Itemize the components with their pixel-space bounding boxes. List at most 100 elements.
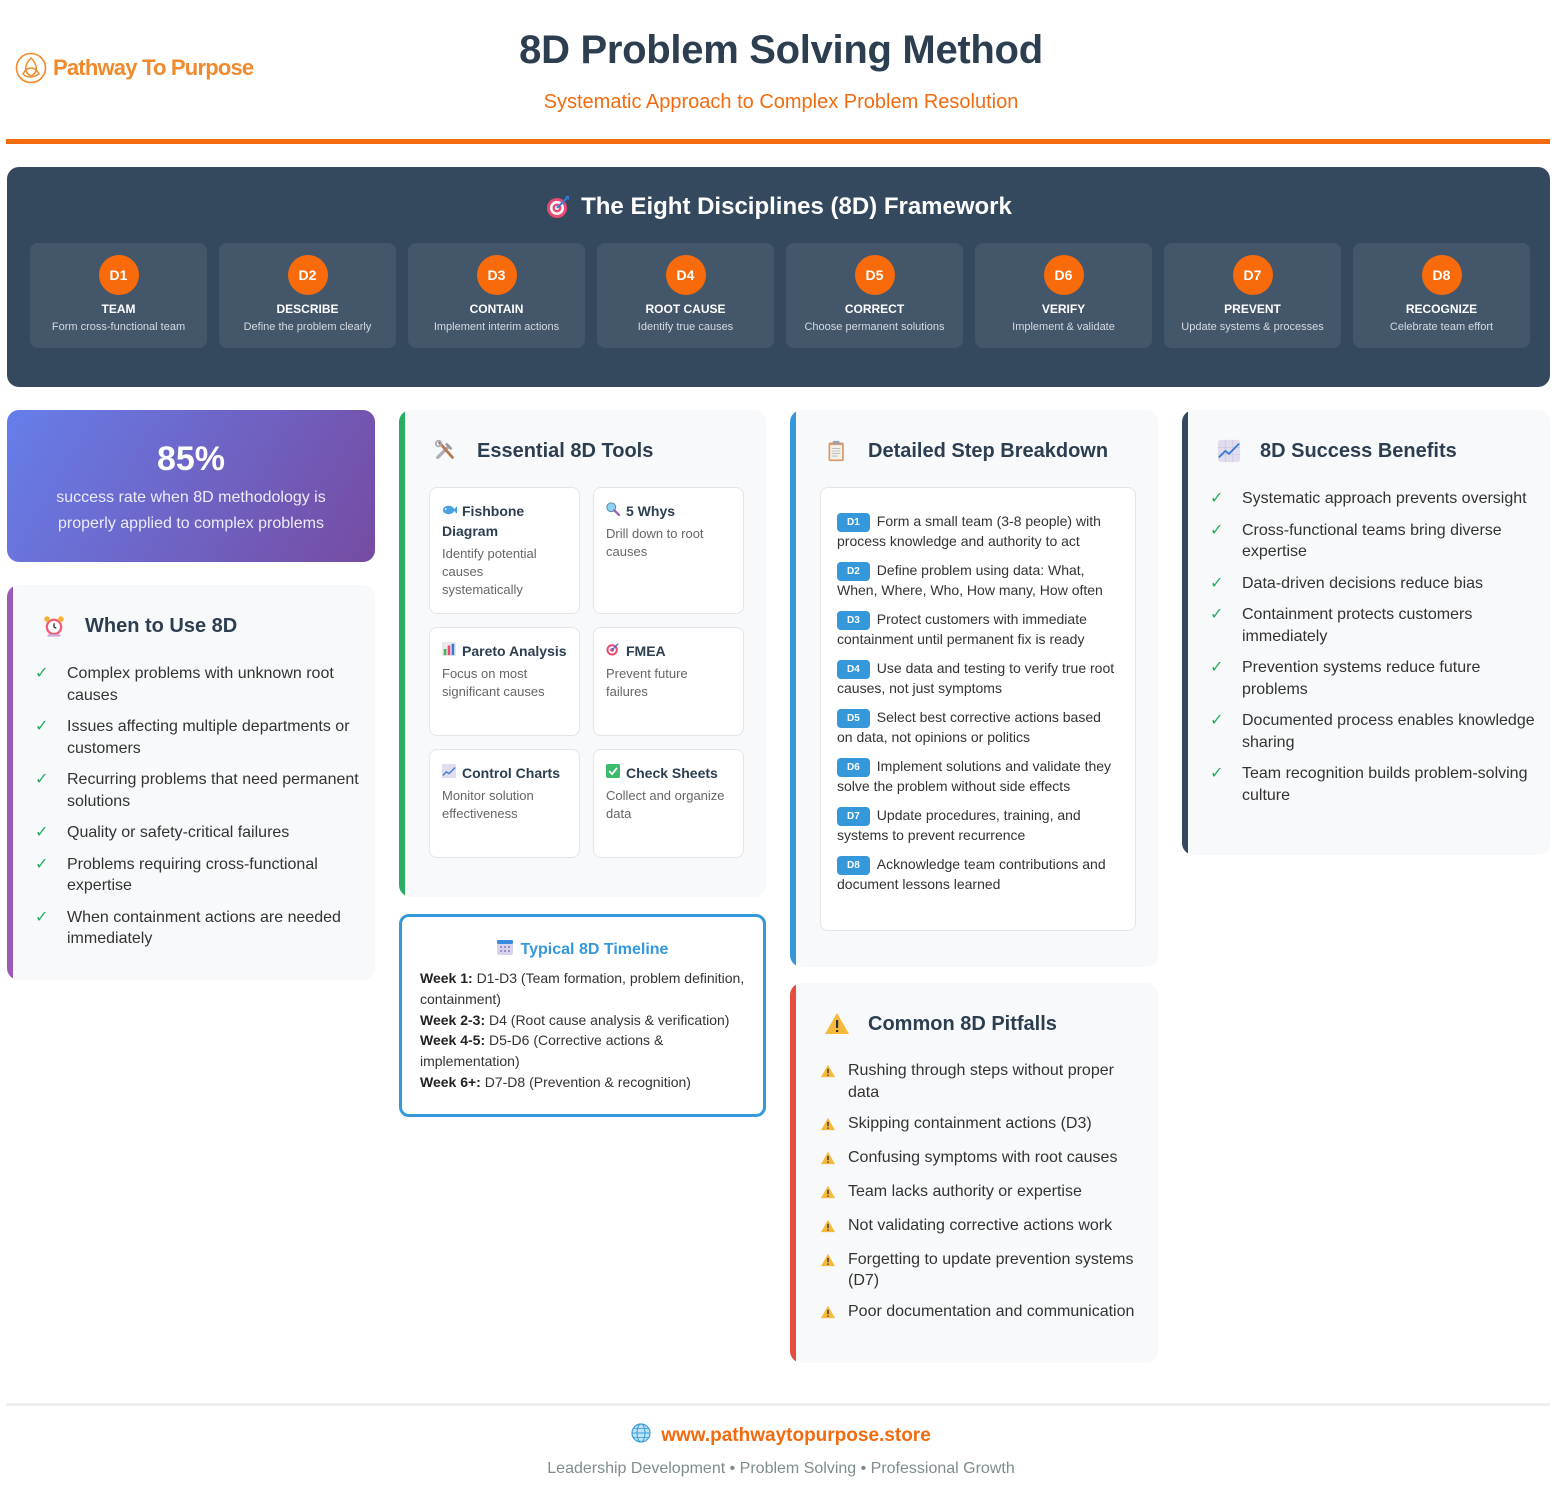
fish-icon: [442, 501, 458, 521]
tools-grid: Fishbone Diagram Identify potential caus…: [429, 487, 744, 858]
tool-desc: Identify potential causes systematically: [442, 546, 537, 597]
card-accent-bar: [790, 410, 796, 967]
warning-icon: [820, 1215, 848, 1240]
pitfalls-list: Rushing through steps without proper dat…: [820, 1060, 1140, 1335]
check-icon: ✓: [1210, 606, 1224, 623]
tools-card: Essential 8D Tools Fishbone Diagram Iden…: [399, 410, 766, 897]
card-accent-bar: [399, 410, 405, 897]
line-chart-icon: [442, 763, 458, 783]
tool-desc: Prevent future failures: [606, 666, 688, 699]
list-item: Not validating corrective actions work: [820, 1215, 1140, 1240]
framework-heading: The Eight Disciplines (8D) Framework: [7, 193, 1550, 221]
chart-increasing-icon: [1216, 438, 1242, 464]
page-title: 8D Problem Solving Method: [519, 28, 1043, 72]
tool-card-fmea: FMEA Prevent future failures: [593, 627, 744, 736]
warning-icon: [820, 1147, 848, 1172]
step-badge: D8: [1421, 255, 1462, 295]
warning-icon: [824, 1011, 850, 1037]
benefits-card: 8D Success Benefits ✓Systematic approach…: [1182, 410, 1550, 855]
footer-tagline: Leadership Development • Problem Solving…: [547, 1460, 1015, 1477]
step-badge: D3: [837, 611, 870, 630]
card-heading: When to Use 8D: [41, 613, 237, 639]
check-icon: ✓: [1210, 490, 1224, 507]
check-icon: ✓: [1210, 712, 1224, 729]
pitfalls-card: Common 8D Pitfalls Rushing through steps…: [790, 983, 1158, 1363]
tool-card-control-charts: Control Charts Monitor solution effectiv…: [429, 749, 580, 858]
tool-desc: Drill down to root causes: [606, 526, 704, 559]
step-badge: D8: [837, 856, 870, 875]
brand-logo[interactable]: Pathway To Purpose: [15, 52, 254, 84]
list-item: Confusing symptoms with root causes: [820, 1147, 1140, 1172]
step-badge: D1: [98, 255, 139, 295]
step-name: DESCRIBE: [276, 302, 339, 316]
globe-icon: [631, 1423, 651, 1449]
timeline-card: Typical 8D Timeline Week 1: D1-D3 (Team …: [399, 914, 766, 1117]
step-desc: Choose permanent solutions: [804, 321, 945, 333]
warning-icon: [820, 1060, 848, 1103]
when-to-use-card: When to Use 8D ✓Complex problems with un…: [7, 585, 375, 980]
check-icon: ✓: [1210, 521, 1224, 539]
step-badge: D6: [837, 758, 870, 777]
tool-name: Fishbone Diagram: [442, 503, 525, 539]
step-name: ROOT CAUSE: [645, 302, 726, 316]
magnifier-icon: [606, 501, 622, 521]
step-badge: D6: [1043, 255, 1084, 295]
step-desc: Implement & validate: [1012, 321, 1115, 333]
tool-desc: Focus on most significant causes: [442, 666, 545, 699]
check-icon: ✓: [35, 855, 49, 873]
step-name: RECOGNIZE: [1405, 302, 1478, 316]
footer-link-row: www.pathwaytopurpose.store: [0, 1423, 1562, 1449]
list-item: Forgetting to update prevention systems …: [820, 1249, 1140, 1292]
list-item: ✓Cross-functional teams bring diverse ex…: [1210, 520, 1536, 563]
brand-name: Pathway To Purpose: [53, 55, 254, 80]
timeline-title: Typical 8D Timeline: [520, 940, 669, 958]
target-icon: [606, 641, 622, 661]
header-divider: [6, 139, 1550, 144]
step-badge: D5: [854, 255, 895, 295]
list-item: ✓Systematic approach prevents oversight: [1210, 488, 1536, 510]
card-heading: 8D Success Benefits: [1216, 438, 1457, 464]
timeline-row: Week 4-5: D5-D6 (Corrective actions & im…: [420, 1032, 664, 1070]
step-badge: D1: [837, 513, 870, 532]
page-subtitle: Systematic Approach to Complex Problem R…: [543, 91, 1019, 113]
tool-desc: Monitor solution effectiveness: [442, 788, 534, 821]
step-desc: Define the problem clearly: [243, 321, 372, 333]
list-item: Team lacks authority or expertise: [820, 1181, 1140, 1206]
step-badge: D7: [1232, 255, 1273, 295]
tool-desc: Collect and organize data: [606, 788, 725, 821]
timeline-row: Week 6+: D7-D8 (Prevention & recognition…: [420, 1073, 691, 1090]
tool-card-5-whys: 5 Whys Drill down to root causes: [593, 487, 744, 614]
list-item: ✓Documented process enables knowledge sh…: [1210, 710, 1536, 753]
list-item: ✓When containment actions are needed imm…: [35, 907, 361, 950]
stat-value: 85%: [156, 440, 226, 478]
list-item: ✓Data-driven decisions reduce bias: [1210, 573, 1536, 595]
tool-name: FMEA: [626, 643, 666, 659]
target-icon: [547, 196, 570, 218]
step-badge: D3: [476, 255, 517, 295]
card-accent-bar: [790, 983, 796, 1363]
clipboard-icon: [824, 438, 850, 464]
hammer-wrench-icon: [433, 438, 459, 464]
check-icon: ✓: [35, 665, 49, 682]
step-badge: D4: [665, 255, 706, 295]
list-item: ✓Complex problems with unknown root caus…: [35, 663, 361, 706]
card-accent-bar: [1182, 410, 1188, 855]
website-link[interactable]: www.pathwaytopurpose.store: [661, 1425, 931, 1446]
tool-card-pareto: Pareto Analysis Focus on most significan…: [429, 627, 580, 736]
success-rate-stat: 85% success rate when 8D methodology is …: [7, 410, 375, 562]
warning-icon: [820, 1113, 848, 1138]
warning-icon: [820, 1301, 848, 1326]
step-badge: D2: [287, 255, 328, 295]
check-icon: ✓: [35, 771, 49, 788]
step-badge: D7: [837, 807, 870, 826]
tool-name: Check Sheets: [626, 765, 718, 781]
tool-card-fishbone: Fishbone Diagram Identify potential caus…: [429, 487, 580, 614]
